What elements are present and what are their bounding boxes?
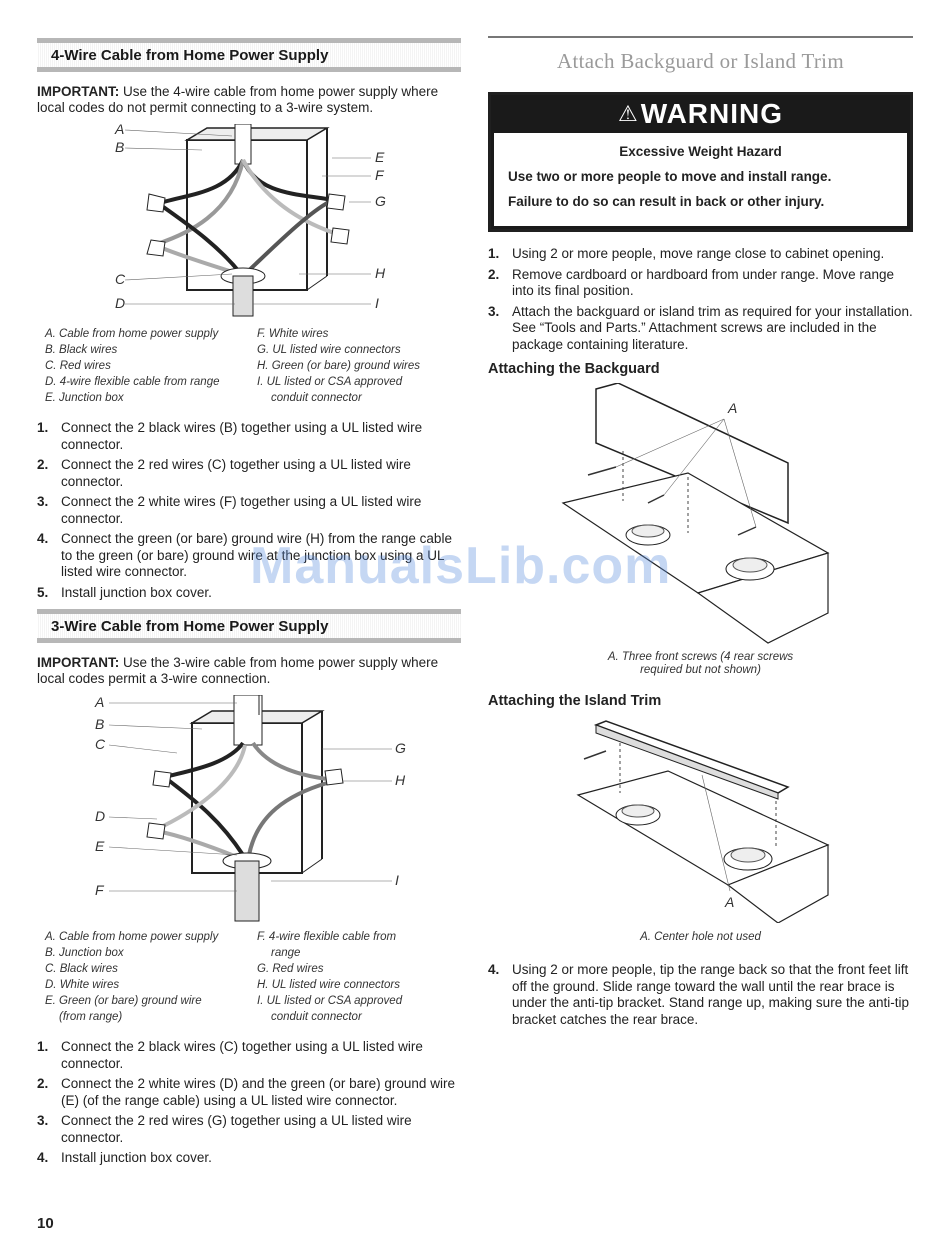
- fig1-label-h: H: [375, 265, 386, 281]
- legend-item: I. UL listed or CSA approved: [257, 995, 403, 1007]
- figure-3wire-junction-box: A B C D E F G H I: [37, 694, 461, 925]
- legend-item: D. 4-wire flexible cable from range: [45, 376, 220, 388]
- legend-item: E. Junction box: [45, 392, 124, 404]
- legend-item: H. Green (or bare) ground wires: [257, 360, 420, 372]
- fig2-label-b: B: [95, 716, 104, 732]
- list-item: 1.Connect the 2 black wires (B) together…: [37, 420, 423, 452]
- subheading-backguard: Attaching the Backguard: [488, 361, 660, 377]
- list-item: 3.Connect the 2 red wires (G) together u…: [37, 1113, 412, 1145]
- important-note-4wire: IMPORTANT: Use the 4-wire cable from hom…: [37, 84, 439, 115]
- legend-item: A. Cable from home power supply: [45, 328, 219, 340]
- fig1-label-d: D: [115, 295, 125, 311]
- list-item: 1.Using 2 or more people, move range clo…: [488, 246, 885, 261]
- warning-line: Use two or more people to move and insta…: [508, 169, 832, 184]
- page-number: 10: [37, 1215, 54, 1232]
- list-item: 5.Install junction box cover.: [37, 584, 212, 600]
- fig1-label-c: C: [115, 271, 126, 287]
- legend-item: H. UL listed wire connectors: [257, 979, 400, 991]
- island-trim-diagram: A: [576, 720, 830, 924]
- list-item: 4.Install junction box cover.: [37, 1150, 212, 1165]
- steps-backguard: 1.Using 2 or more people, move range clo…: [488, 246, 913, 353]
- important-note-3wire: IMPORTANT: Use the 3-wire cable from hom…: [37, 655, 439, 686]
- section-heading-3wire: 3-Wire Cable from Home Power Supply: [37, 609, 461, 643]
- legend-item: F. 4-wire flexible cable from: [257, 931, 397, 943]
- legend-item: B. Black wires: [45, 344, 118, 356]
- list-item: 3.Attach the backguard or island trim as…: [488, 303, 913, 352]
- fig1-label-b: B: [115, 139, 124, 155]
- backguard-label-a: A: [727, 400, 737, 416]
- subheading-island-trim: Attaching the Island Trim: [488, 693, 662, 709]
- figure-backguard: A: [488, 382, 913, 651]
- caption-backguard: A. Three front screws (4 rear screws req…: [607, 651, 794, 676]
- legend-item: C. Red wires: [45, 360, 111, 372]
- legend-item: D. White wires: [45, 979, 120, 991]
- fig1-label-a: A: [114, 124, 124, 137]
- island-label-a: A: [724, 894, 734, 910]
- warning-body: Excessive Weight Hazard Use two or more …: [494, 133, 907, 226]
- list-item: 4.Connect the green (or bare) ground wir…: [37, 531, 452, 579]
- fig2-label-g: G: [395, 740, 406, 756]
- legend-item: conduit connector: [271, 392, 362, 404]
- legend-item: C. Black wires: [45, 963, 118, 975]
- warning-header: ⚠WARNING: [491, 95, 910, 133]
- list-item: 1.Connect the 2 black wires (C) together…: [37, 1039, 423, 1071]
- legend-item: conduit connector: [271, 1011, 362, 1023]
- right-column: Attach Backguard or Island Trim ⚠WARNING…: [488, 36, 913, 1032]
- list-item: 3.Connect the 2 white wires (F) together…: [37, 494, 422, 526]
- legend-item: F. White wires: [257, 328, 329, 340]
- fig1-label-g: G: [375, 193, 386, 209]
- steps-4wire: 1.Connect the 2 black wires (B) together…: [37, 420, 461, 601]
- figure-island-trim: A: [488, 715, 913, 924]
- steps-final: 4.Using 2 or more people, tip the range …: [488, 962, 913, 1028]
- fig1-label-i: I: [375, 295, 379, 311]
- caption-island-trim: A. Center hole not used: [640, 931, 761, 943]
- section-heading-4wire: 4-Wire Cable from Home Power Supply: [37, 38, 461, 72]
- fig1-label-f: F: [375, 167, 385, 183]
- figure-4wire-junction-box: A B C D E F G H I: [37, 121, 461, 322]
- list-item: 2.Connect the 2 red wires (C) together u…: [37, 457, 411, 489]
- fig2-label-f: F: [95, 882, 105, 898]
- fig2-label-e: E: [95, 838, 105, 854]
- fig2-label-i: I: [395, 872, 399, 888]
- steps-3wire: 1.Connect the 2 black wires (C) together…: [37, 1039, 461, 1167]
- fig2-label-a: A: [94, 695, 104, 710]
- backguard-diagram: A: [561, 382, 830, 644]
- legend-item: (from range): [59, 1011, 123, 1023]
- warning-triangle-icon: ⚠: [617, 101, 639, 126]
- list-item: 2.Connect the 2 white wires (D) and the …: [37, 1076, 455, 1108]
- left-column: 4-Wire Cable from Home Power Supply IMPO…: [37, 38, 461, 1171]
- warning-box: ⚠WARNING Excessive Weight Hazard Use two…: [488, 92, 913, 232]
- legend-item: I. UL listed or CSA approved: [257, 376, 403, 388]
- legend-item: B. Junction box: [45, 947, 124, 959]
- junction-box-3wire-diagram: A B C D E F G H I: [94, 694, 406, 922]
- warning-line: Failure to do so can result in back or o…: [508, 194, 825, 209]
- fig2-label-d: D: [95, 808, 105, 824]
- junction-box-4wire-diagram: A B C D E F G H I: [114, 121, 386, 317]
- fig2-label-h: H: [395, 772, 406, 788]
- legend-4wire: A. Cable from home power supply B. Black…: [37, 326, 461, 406]
- legend-item: E. Green (or bare) ground wire: [45, 995, 202, 1007]
- legend-item: A. Cable from home power supply: [45, 931, 219, 943]
- fig1-label-e: E: [375, 149, 385, 165]
- warning-hazard: Excessive Weight Hazard: [619, 144, 782, 159]
- list-item: 2.Remove cardboard or hardboard from und…: [488, 266, 894, 299]
- fig2-label-c: C: [95, 736, 106, 752]
- list-item: 4.Using 2 or more people, tip the range …: [488, 962, 909, 1027]
- legend-item: G. UL listed wire connectors: [257, 344, 401, 356]
- legend-item: range: [271, 947, 301, 959]
- legend-3wire: A. Cable from home power supply B. Junct…: [37, 929, 461, 1025]
- section-title-backguard: Attach Backguard or Island Trim: [488, 36, 913, 84]
- legend-item: G. Red wires: [257, 963, 324, 975]
